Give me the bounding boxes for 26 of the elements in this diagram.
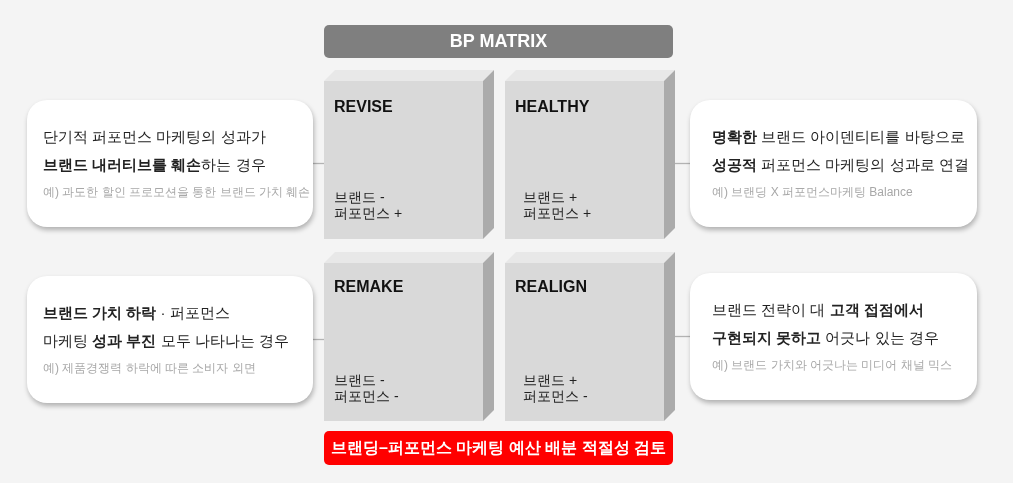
quadrant-note: 브랜드 + 퍼포먼스 - [523,372,589,404]
example-text: 예) 제품경쟁력 하락에 따른 소비자 외면 [43,360,256,376]
description-text: 브랜드 가치 하락 · 퍼포먼스 마케팅 성과 부진 모두 나타나는 경우 [43,303,290,351]
quadrant-title: REVISE [334,97,393,117]
description-text: 브랜드 전략이 대 고객 접점에서 구현되지 못하고 어긋나 있는 경우 [712,300,940,348]
quadrant-note: 브랜드 + 퍼포먼스 + [523,189,593,221]
quadrant-block [505,70,675,239]
header-banner: BP MATRIX [324,25,673,58]
example-text: 예) 브랜딩 X 퍼포먼스마케팅 Balance [712,184,913,200]
callout-card [27,276,313,403]
description-text: 명확한 브랜드 아이덴티티를 바탕으로 성공적 퍼포먼스 마케팅의 성과로 연결 [712,127,970,175]
conclusion-banner: 브랜딩–퍼포먼스 마케팅 예산 배분 적절성 검토 [324,431,673,465]
example-text: 예) 과도한 할인 프로모션을 통한 브랜드 가치 훼손 [43,184,311,200]
quadrant-block [324,70,494,239]
quadrant-note: 브랜드 - 퍼포먼스 + [334,189,404,221]
callout-card [690,273,977,400]
quadrant-title: HEALTHY [515,97,590,117]
example-text: 예) 브랜드 가치와 어긋나는 미디어 채널 믹스 [712,357,952,373]
quadrant-title: REMAKE [334,277,404,297]
quadrant-title: REALIGN [515,277,587,297]
callout-card [27,100,313,227]
quadrant-note: 브랜드 - 퍼포먼스 - [334,372,400,404]
description-text: 단기적 퍼포먼스 마케팅의 성과가 브랜드 내러티브를 훼손하는 경우 [43,127,267,175]
quadrant-block [505,252,675,421]
callout-card [690,100,977,227]
quadrant-block [324,252,494,421]
